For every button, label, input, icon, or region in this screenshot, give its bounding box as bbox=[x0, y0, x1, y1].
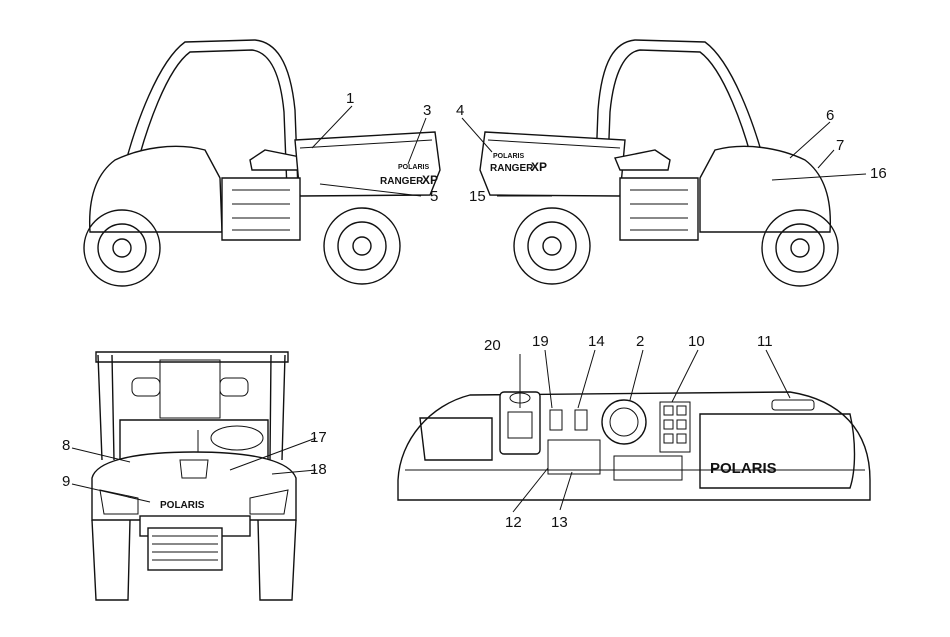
xp-decal-right: XP bbox=[531, 160, 547, 174]
polaris-decal-left: POLARIS bbox=[398, 164, 429, 171]
rear-wheel-left-view bbox=[323, 207, 401, 285]
callout-numbers: 1 2 3 4 5 6 7 8 9 10 11 12 13 14 15 16 1… bbox=[62, 90, 887, 531]
leader-lines bbox=[71, 105, 867, 513]
callout-3: 3 bbox=[423, 102, 431, 119]
front-wheel-right-view bbox=[761, 209, 839, 287]
callout-6: 6 bbox=[826, 107, 834, 124]
callout-17: 17 bbox=[310, 429, 327, 446]
polaris-decal-right: POLARIS bbox=[493, 153, 524, 160]
callout-20: 20 bbox=[484, 337, 501, 354]
ranger-decal-left: RANGER bbox=[380, 176, 424, 187]
xp-decal-left: XP bbox=[422, 173, 438, 187]
front-wheel-left-view bbox=[83, 209, 161, 287]
callout-8: 8 bbox=[62, 437, 70, 454]
callout-19: 19 bbox=[532, 333, 549, 350]
callout-14: 14 bbox=[588, 333, 605, 350]
dashboard-view: POLARIS bbox=[397, 391, 871, 501]
callout-12: 12 bbox=[505, 514, 522, 531]
vehicle-front-view: POLARIS bbox=[91, 351, 297, 601]
callout-11: 11 bbox=[757, 333, 773, 350]
callout-16: 16 bbox=[870, 165, 887, 182]
callout-7: 7 bbox=[836, 137, 844, 154]
ranger-decal-right: RANGER bbox=[490, 163, 534, 174]
callout-10: 10 bbox=[688, 333, 705, 350]
callout-18: 18 bbox=[310, 461, 327, 478]
rear-wheel-right-view bbox=[513, 207, 591, 285]
callout-15: 15 bbox=[469, 188, 486, 205]
polaris-decal-front: POLARIS bbox=[160, 500, 205, 511]
callout-13: 13 bbox=[551, 514, 568, 531]
callout-5: 5 bbox=[430, 188, 438, 205]
polaris-decal-dash: POLARIS bbox=[710, 460, 777, 477]
vehicle-right-side-view: POLARIS RANGER XP bbox=[479, 39, 839, 287]
callout-9: 9 bbox=[62, 473, 70, 490]
vehicle-left-side-view: POLARIS RANGER XP bbox=[83, 39, 441, 287]
callout-2: 2 bbox=[636, 333, 644, 350]
callout-1: 1 bbox=[346, 90, 354, 107]
callout-4: 4 bbox=[456, 102, 464, 119]
